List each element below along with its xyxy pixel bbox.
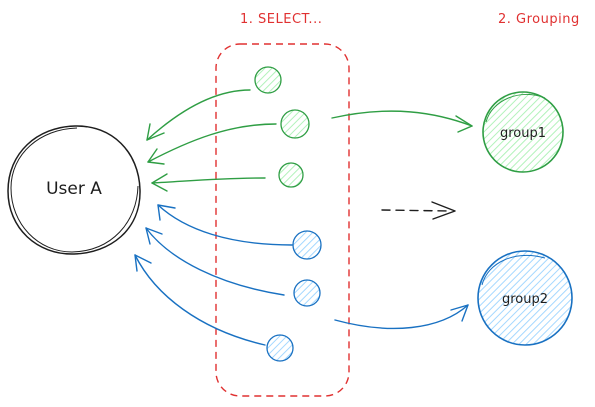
green-dot-2 xyxy=(280,109,310,139)
green-arrow-3 xyxy=(151,177,266,184)
blue-dot-1 xyxy=(292,230,322,260)
selection-box xyxy=(215,43,350,397)
blue-dot-2 xyxy=(293,279,321,307)
blue-dot-3 xyxy=(266,334,294,362)
blue-arrow-2 xyxy=(145,227,285,296)
blue-arrows xyxy=(134,204,293,346)
group2-label: group2 xyxy=(502,292,548,307)
arrow-to-group2 xyxy=(334,304,469,330)
group1-label: group1 xyxy=(500,126,546,141)
user-a-label: User A xyxy=(46,179,102,199)
group1-node: group1 xyxy=(482,91,564,173)
blue-dots xyxy=(266,230,322,362)
grouping-step-label: 2. Grouping xyxy=(498,12,580,27)
blue-arrow-3 xyxy=(134,254,266,346)
user-a-node: User A xyxy=(7,125,141,255)
select-step-label: 1. SELECT... xyxy=(240,12,322,27)
green-dot-3 xyxy=(278,162,304,188)
green-arrow-2 xyxy=(147,123,277,163)
blue-arrow-1 xyxy=(157,204,293,246)
dashed-transition-arrow xyxy=(381,201,456,220)
green-arrow-1 xyxy=(146,89,251,141)
arrow-to-group1 xyxy=(331,110,473,133)
green-arrows xyxy=(146,89,277,192)
group2-node: group2 xyxy=(477,250,573,346)
green-dots xyxy=(254,66,310,188)
green-dot-1 xyxy=(254,66,282,94)
